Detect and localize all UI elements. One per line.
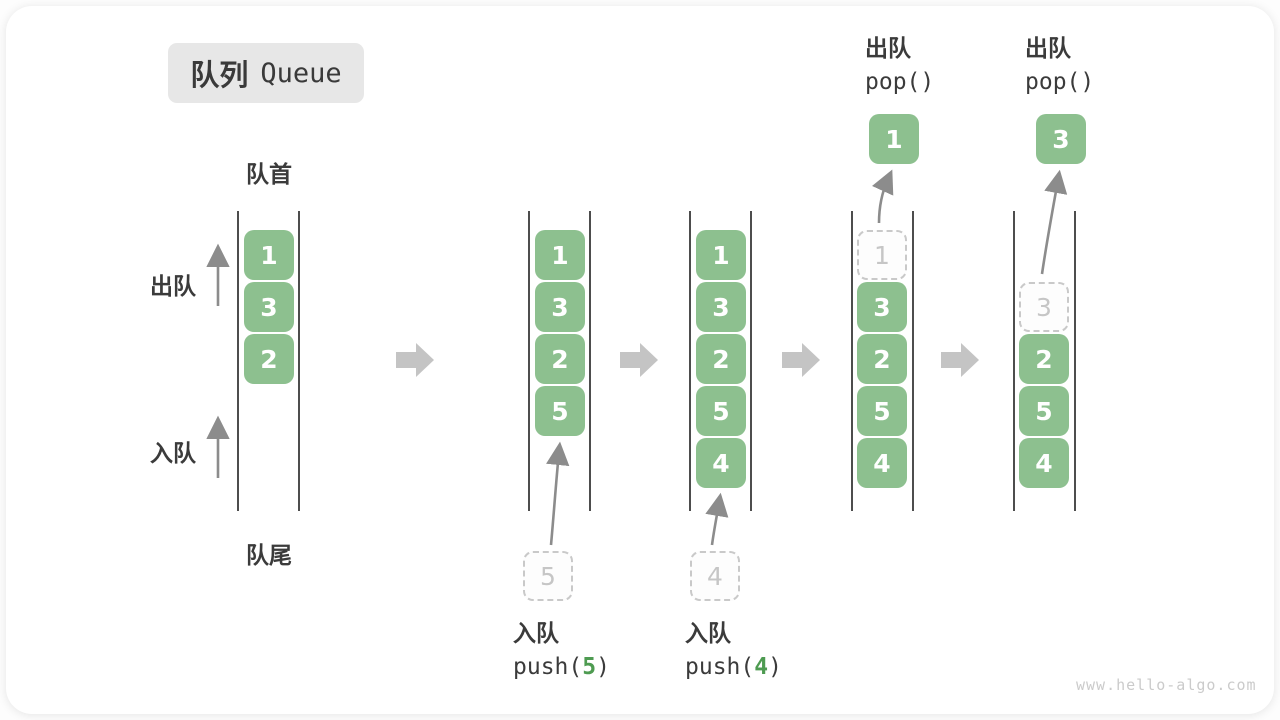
queue-item: 2 [857,334,907,384]
pop-op-code: pop() [865,69,935,95]
pop-op-code: pop() [1025,69,1095,95]
queue-item-ghost: 3 [1019,282,1069,332]
title-chip: 队列 Queue [168,43,364,103]
queue-item: 2 [535,334,585,384]
queue-item: 1 [244,230,294,280]
queue-column-5 [1013,211,1076,511]
queue-item: 5 [857,386,907,436]
push-op-zh: 入队 [513,620,559,646]
queue-item: 4 [857,438,907,488]
next-step-arrow [396,343,434,377]
queue-column-3 [689,211,752,511]
queue-item: 4 [1019,438,1069,488]
watermark: www.hello-algo.com [1076,676,1257,694]
push-op-zh: 入队 [685,620,731,646]
queue-item: 3 [696,282,746,332]
queue-item: 2 [244,334,294,384]
queue-column-1 [237,211,300,511]
queue-item: 2 [696,334,746,384]
queue-item: 4 [696,438,746,488]
queue-item: 3 [535,282,585,332]
queue-column-4 [851,211,914,511]
title-en: Queue [260,57,342,89]
next-step-arrow [620,343,658,377]
push-ghost-item: 4 [690,551,740,601]
push-ghost-item: 5 [523,551,573,601]
pop-op-label: 出队 pop() [865,31,934,99]
queue-item: 2 [1019,334,1069,384]
pop-op-zh: 出队 [865,35,911,61]
queue-rear-label: 队尾 [246,542,292,568]
queue-item: 1 [696,230,746,280]
queue-item-ghost: 1 [857,230,907,280]
dequeue-side-label: 出队 [150,273,196,299]
next-step-arrow [782,343,820,377]
push-op-code: push(5) [513,654,610,680]
title-zh: 队列 [190,60,249,92]
enqueue-side-label: 入队 [150,440,196,466]
queue-front-label: 队首 [246,161,292,187]
pop-op-label: 出队 pop() [1025,31,1094,99]
push-op-code: push(4) [685,654,782,680]
queue-item: 3 [244,282,294,332]
popped-item: 3 [1036,114,1086,164]
push-arg: 4 [754,654,769,680]
queue-column-2 [528,211,591,511]
queue-item: 1 [535,230,585,280]
push-op-label: 入队 push(5) [513,616,610,684]
popped-item: 1 [869,114,919,164]
pop-op-zh: 出队 [1025,35,1071,61]
queue-item: 3 [857,282,907,332]
queue-item: 5 [535,386,585,436]
push-arg: 5 [582,654,597,680]
queue-item: 5 [1019,386,1069,436]
push-op-label: 入队 push(4) [685,616,782,684]
queue-item: 5 [696,386,746,436]
next-step-arrow [941,343,979,377]
